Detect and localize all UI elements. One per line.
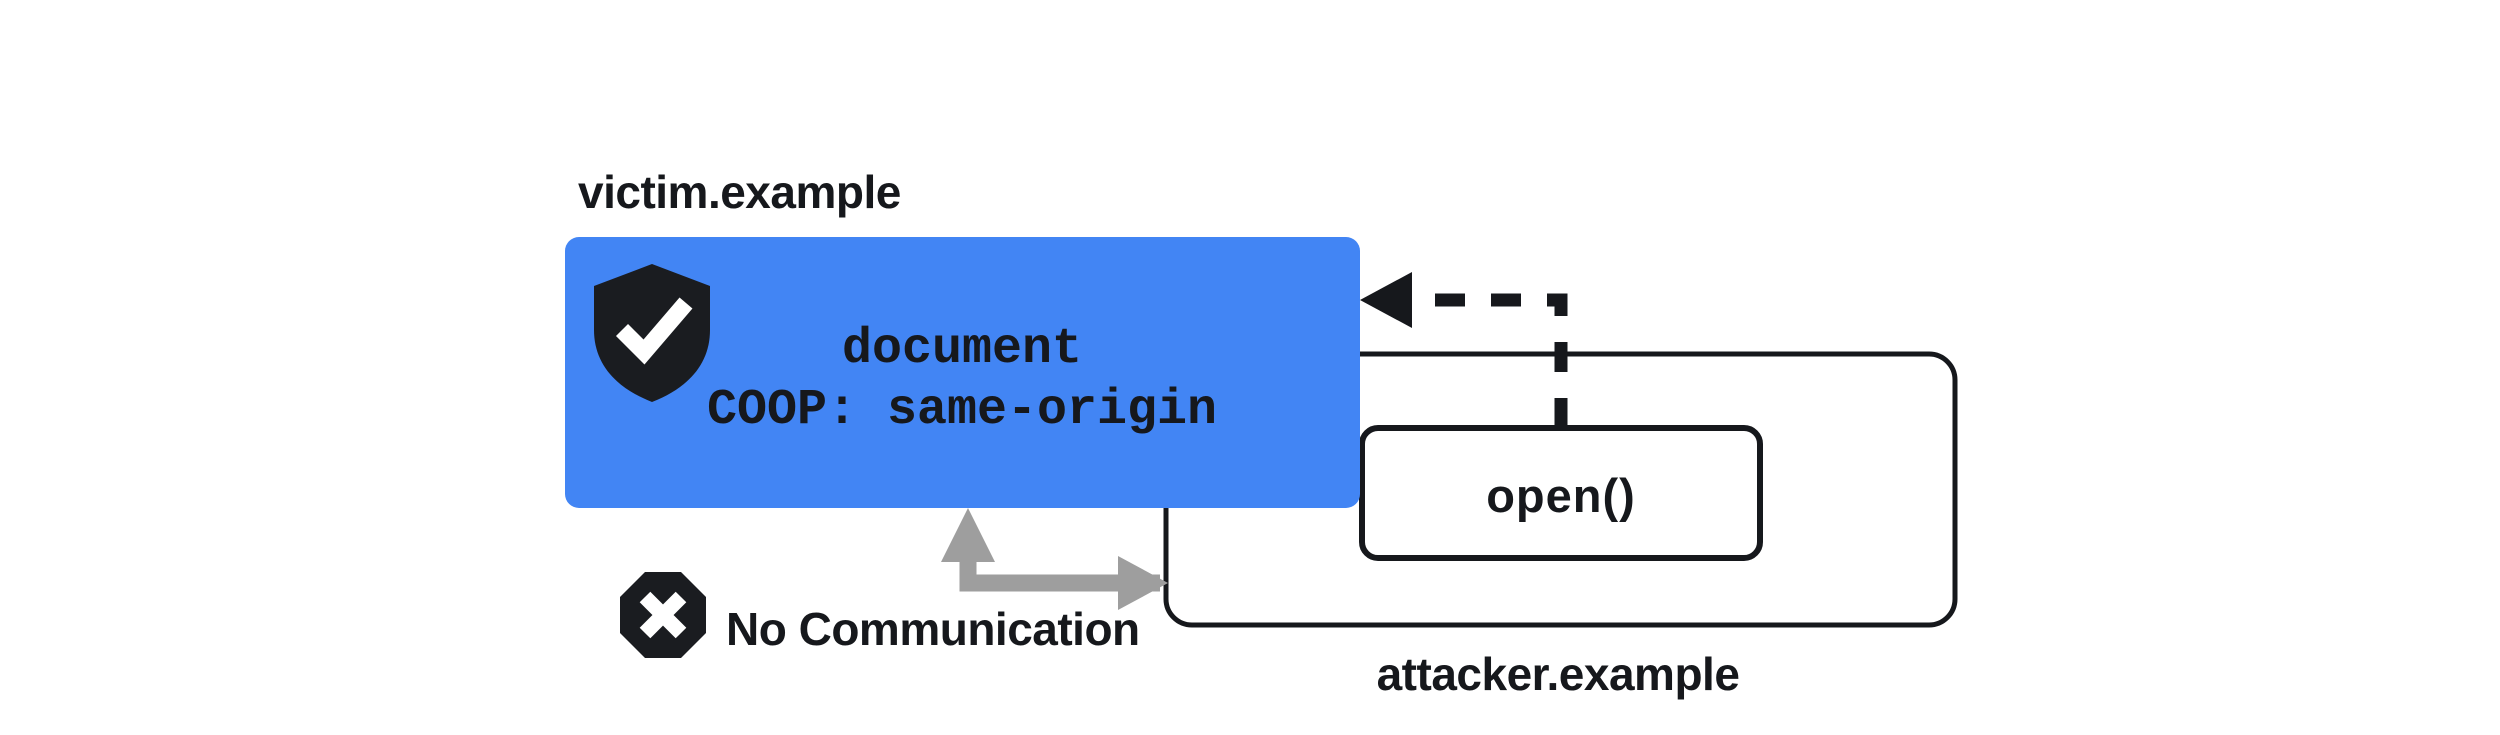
victim-document-box — [565, 237, 1360, 508]
open-dashed-connector — [1405, 293, 1568, 428]
no-communication-label: No Communication — [726, 603, 1140, 655]
octagon-x-icon — [620, 572, 706, 658]
victim-label: victim.example — [578, 166, 901, 218]
no-communication-arrowhead-up — [941, 508, 995, 562]
open-dashed-arrowhead — [1360, 272, 1412, 328]
shield-check-icon — [594, 264, 710, 402]
no-communication-arrowhead-right — [1118, 556, 1168, 610]
victim-policy-text: COOP: same-origin — [707, 382, 1217, 439]
open-call-label: open() — [1486, 469, 1636, 522]
victim-document-text: document — [842, 321, 1082, 378]
attacker-label: attacker.example — [1377, 648, 1740, 700]
